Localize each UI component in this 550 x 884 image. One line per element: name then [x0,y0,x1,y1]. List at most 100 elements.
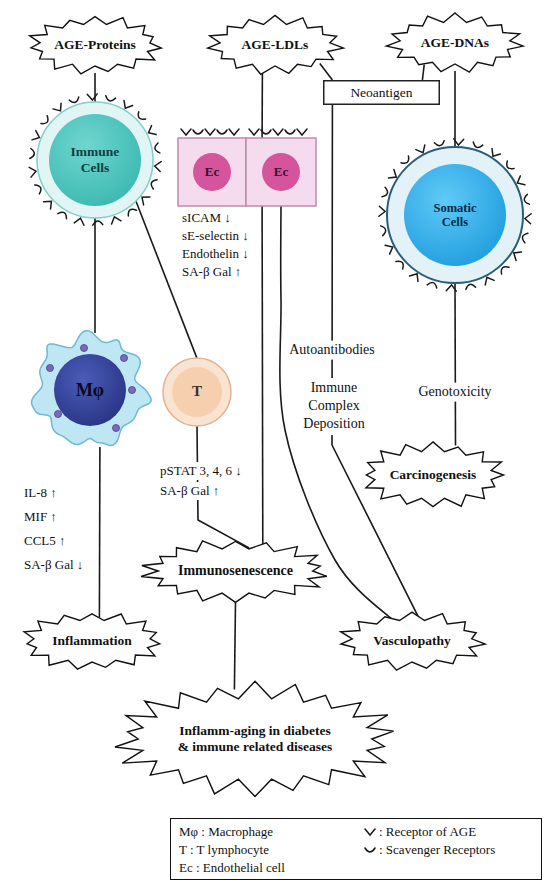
scavenger-receptor-symbol [150,178,157,189]
annotation-label: IL-8 ↑ [24,485,57,501]
node-text: Neoantigen [350,85,412,101]
connector-line [99,447,101,617]
vesicle-dot [113,425,120,432]
connector-line [454,71,456,148]
starburst-outline [141,541,327,603]
scavenger-receptor-symbol [35,183,43,194]
age-receptor-symbol [297,129,307,135]
age-receptor-symbol [379,206,385,216]
legend-symbol [363,844,377,858]
edge-label: Autoantibodies [286,341,378,360]
endothelial-cell: Ec [178,138,246,206]
connector-line [320,64,333,80]
outcome-burst: Carcinogenesis [358,440,508,510]
neoantigen-box: Neoantigen [323,80,440,105]
age-receptor-symbol [525,213,531,223]
age-receptor-symbol [44,198,55,209]
outcome-burst: Vasculopathy [336,610,488,672]
age-receptor-symbol [205,129,215,135]
cell-membrane [178,138,246,206]
age-receptor-symbol [453,139,463,145]
annotation-label: Endothelin ↓ [182,246,249,262]
age-receptor-symbol [181,129,191,135]
annotation-label: sICAM ↓ [182,210,231,226]
scavenger-receptor-symbol [105,96,116,102]
cell-membrane [163,358,231,426]
scavenger-receptor-symbol [69,97,80,104]
scavenger-receptor-symbol [261,130,271,134]
age-receptor-symbol [249,129,259,135]
vesicle-dot [121,355,128,362]
legend-text: T : T lymphocyte [179,842,269,858]
age-burst: AGE-Proteins [25,14,165,76]
annotation-label: MIF ↑ [24,509,57,525]
annotation-label: SA-β Gal ↓ [24,557,83,573]
node-text: Mφ [54,354,126,426]
node-text: Ec [262,153,300,191]
node-text: Ec [193,153,231,191]
node-text: T [172,367,222,417]
cell-membrane [387,147,523,283]
age-receptor-symbol [154,161,161,172]
edge-label: Genotoxicity [415,383,494,402]
annotation-label: sE-selectin ↓ [182,228,249,244]
legend-box: Mφ : MacrophageT : T lymphocyteEc : Endo… [170,818,542,880]
macrophage-membrane [32,331,152,446]
age-receptor-symbol [416,145,428,155]
age-receptor-symbol [511,249,521,261]
scavenger-receptor-symbol [136,112,146,122]
connector-line [454,282,456,445]
node-text: AGE-LDLs [242,37,309,53]
macrophage-cell: Mφ [28,328,152,452]
vesicle-dot [47,365,54,372]
age-receptor-symbol [410,271,422,281]
age-receptor-symbol [229,129,239,135]
age-receptor-symbol [385,242,395,254]
scavenger-receptor-symbol [365,848,375,852]
node-text: Somatic Cells [404,164,506,266]
scavenger-receptor-symbol [396,259,406,269]
outcome-burst: Immunosenescence [138,538,333,604]
node-text: Inflammation [52,633,132,649]
outcome-burst: Inflammation [18,610,166,672]
node-text: Immunosenescence [178,563,293,579]
age-burst: AGE-DNAs [385,12,525,74]
age-receptor-symbol [388,170,398,182]
scavenger-receptor-symbol [93,221,103,225]
scavenger-receptor-symbol [30,149,35,159]
connector-line [261,206,263,546]
age-burst: AGE-LDLs [205,14,345,76]
age-receptor-symbol [489,148,501,158]
annotation-label: Immune Complex Deposition [292,378,376,435]
starburst-outline [341,612,486,670]
scavenger-receptor-symbol [217,130,227,134]
cell-membrane [37,102,153,218]
age-receptor-symbol [515,176,525,188]
age-receptor-symbol [32,131,41,143]
node-text: AGE-Proteins [54,37,136,53]
legend-text: : Receptor of AGE [379,824,476,840]
scavenger-receptor-symbol [465,283,476,289]
connector-line [422,65,424,80]
cell-membrane [246,138,316,206]
node-text: Vasculopathy [373,633,451,649]
annotation-label: pSTAT 3, 4, 6 ↓ [158,462,244,480]
age-receptor-symbol [53,103,65,114]
starburst-outline [386,13,523,72]
scavenger-receptor-symbol [193,130,203,134]
starburst-outline [208,15,344,74]
age-receptor-symbol [146,126,156,138]
node-text: Carcinogenesis [390,467,477,483]
starburst-outline [115,681,394,796]
vesicle-dot [81,345,88,352]
scavenger-receptor-symbol [523,194,529,205]
starburst-outline [24,614,160,669]
outcome-burst: Inflamm-aging in diabetes & immune relat… [108,680,402,798]
age-receptor-symbol [273,129,283,135]
annotation-label: SA-β Gal ↑ [182,264,241,280]
node-text: Inflamm-aging in diabetes & immune relat… [173,723,338,754]
age-receptor-symbol [87,94,97,100]
scavenger-receptor-symbol [58,210,69,218]
immune-cell: Immune Cells [35,100,155,220]
